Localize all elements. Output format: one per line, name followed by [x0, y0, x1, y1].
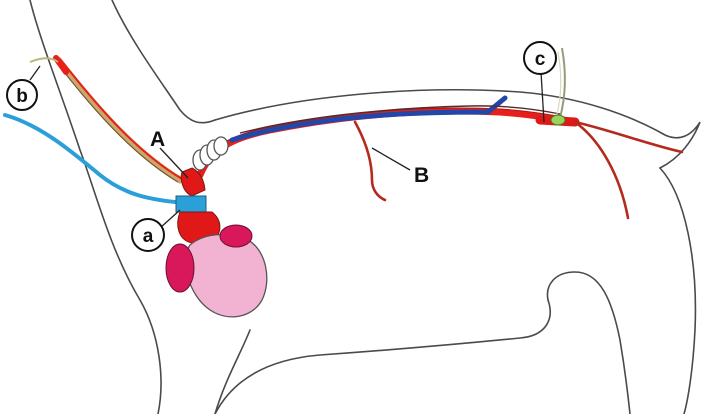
clamp-a — [175, 195, 207, 213]
carotid-red-segment — [53, 55, 69, 75]
aorta — [196, 107, 579, 179]
dorsal-vessels — [196, 95, 684, 220]
clamp-c — [550, 114, 566, 126]
label-a: a — [143, 226, 154, 247]
front-leg-outline — [214, 329, 251, 414]
blue-catheter — [3, 113, 187, 205]
label-a-circle — [131, 218, 165, 252]
clamp-c-tube-inner — [555, 51, 562, 119]
neck-outline-right — [111, 0, 216, 124]
leader-a — [159, 209, 181, 229]
heart-lobe-left — [165, 243, 195, 293]
label-B: B — [414, 164, 429, 187]
leader-B — [371, 147, 411, 171]
clamp-c-assembly — [550, 47, 566, 126]
tube-bundle-stripe-dark — [55, 61, 179, 183]
iliac-branch-lower — [573, 120, 630, 220]
vena-cava — [229, 95, 508, 143]
label-c: c — [535, 49, 546, 70]
back-outline — [214, 89, 701, 169]
tan-tube-bundle — [54, 56, 184, 184]
aortic-arch — [180, 167, 206, 197]
neck-outline-left — [29, 0, 162, 414]
clamp-c-tube — [559, 47, 566, 119]
label-A: A — [150, 128, 165, 151]
rump-outline — [659, 167, 697, 414]
leader-c — [540, 71, 545, 123]
leader-A — [159, 147, 189, 179]
belly-outline — [214, 299, 551, 414]
heart — [165, 167, 268, 318]
label-c-circle — [523, 41, 557, 75]
catheter-b-tube — [29, 57, 59, 63]
coil-ring-4 — [213, 136, 229, 156]
aorta-edge — [199, 107, 576, 173]
coiled-tube-segment — [192, 136, 229, 171]
labels: A B b a c — [6, 41, 557, 252]
label-b: b — [16, 86, 28, 107]
leader-b — [29, 65, 41, 81]
tube-bundle-stripe-red — [59, 58, 183, 180]
heart-lobe-right — [219, 224, 253, 248]
branch-artery-B — [353, 120, 387, 202]
label-b-circle — [6, 79, 38, 111]
animal-body-outline — [29, 0, 701, 414]
iliac-branch-upper — [573, 120, 684, 154]
hind-leg-outline — [546, 271, 631, 414]
neck-catheters — [3, 55, 187, 205]
heart-ventricle — [185, 233, 268, 318]
dark-vessel-stripe — [239, 105, 561, 134]
